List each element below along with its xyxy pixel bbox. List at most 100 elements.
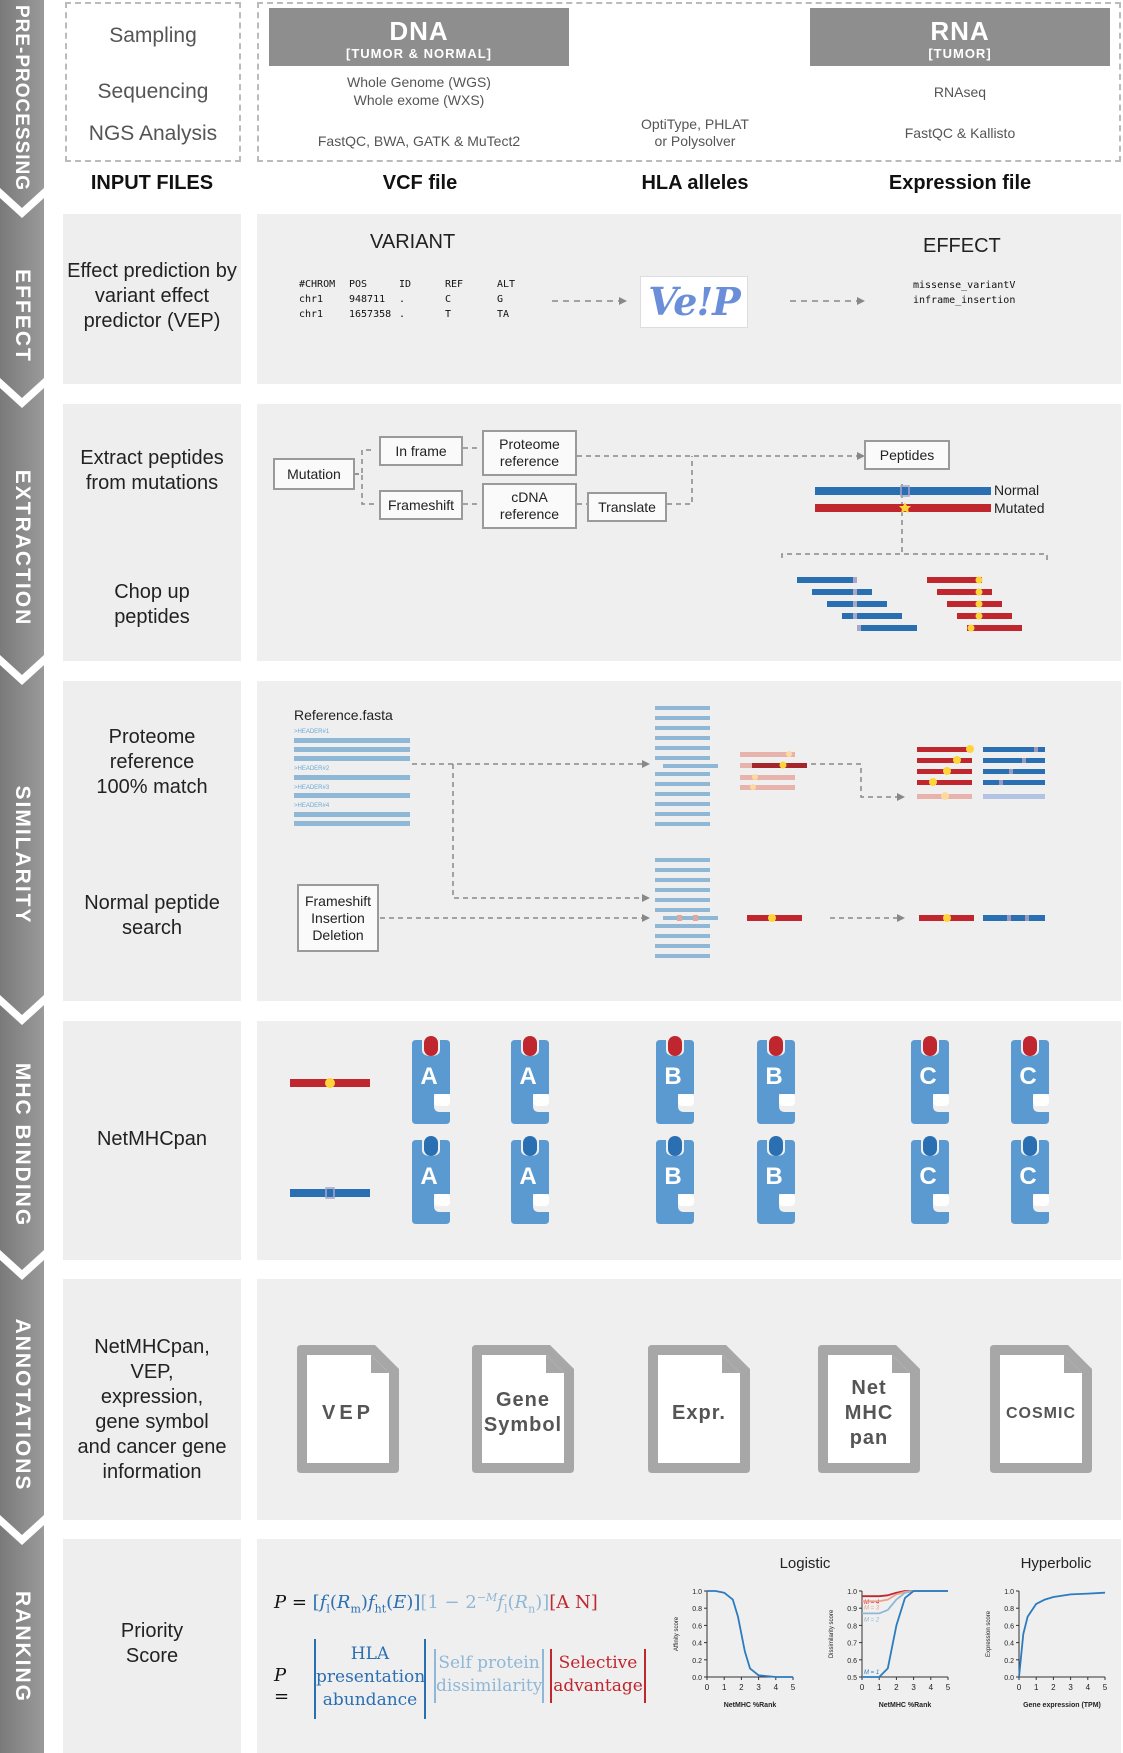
variant-title: VARIANT [370,231,456,253]
rna-header: RNA [TUMOR] [810,8,1110,66]
x-axis-label: NetMHC %Rank [724,1702,777,1709]
extraction-panel: Mutation In frame Frameshift Proteome re… [257,404,1121,661]
y-tick-label: 0.8 [1004,1606,1014,1613]
stage-label-mhc-binding: MHC BINDING [11,1063,34,1227]
y-tick-label: 0.2 [692,1658,702,1665]
frameshift-box: Frameshift [379,490,463,520]
vep-logo-text: Ve!P [648,279,740,324]
input-files-label: INPUT FILES [90,172,214,194]
y-axis-label: Affinity score [674,1616,680,1651]
vcf-col-pos: POS [349,279,368,290]
step-sampling: Sampling [109,24,197,47]
x-tick-label: 1 [1034,1683,1039,1692]
vcf-cell: T [445,309,452,320]
x-tick-label: 3 [911,1683,916,1692]
annotations-side-text: NetMHCpan, VEP, expression, gene symbol … [77,1336,227,1483]
y-tick-label: 0.8 [847,1623,857,1630]
rna-method: RNAseq [933,84,987,100]
mhc-allele-letter: C [1019,1163,1036,1190]
dna-method-wxs: Whole exome (WXS) [353,92,485,108]
y-tick-label: 1.0 [692,1589,702,1596]
y-axis-label: Expression score [986,1610,992,1657]
self-line: Self protein [438,1653,540,1673]
mhc-molecule-icon: A [412,1036,450,1124]
effect-item: missense_variantV [913,280,1016,291]
indel-insertion: Insertion [311,909,365,926]
series-line [1018,1591,1106,1678]
y-tick-label: 1.0 [1004,1589,1014,1596]
vcf-cell: G [497,294,504,305]
x-tick-label: 5 [946,1683,951,1692]
x-tick-label: 2 [894,1683,899,1692]
mutation-box: Mutation [273,458,355,490]
hla-tools-line1: OptiType, PHLAT [641,116,749,132]
y-tick-label: 1.0 [847,1589,857,1596]
proteome-reference-box: Proteome reference [482,430,577,476]
dna-subtitle: [TUMOR & NORMAL] [346,46,492,61]
extraction-side-text-2: Chop up peptides [114,581,190,628]
x-tick-label: 1 [877,1683,882,1692]
series-line [862,1590,948,1678]
y-tick-label: 0.6 [1004,1623,1014,1630]
hla-alleles-label: HLA alleles [641,172,749,194]
similarity-panel: Reference.fasta >HEADER#1 >HEADER#2 >HEA… [257,681,1121,1001]
x-tick-label: 1 [722,1683,727,1692]
effect-list: missense_variantV inframe_insertion [913,280,1015,310]
y-tick-label: 0.5 [847,1675,857,1682]
mutated-label: Mutated [994,500,1045,516]
mhc-allele-letter: A [519,1063,536,1090]
x-tick-label: 4 [929,1683,934,1692]
x-tick-label: 5 [1103,1683,1108,1692]
rna-tools: FastQC & Kallisto [904,125,1016,141]
y-tick-label: 0.2 [1004,1658,1014,1665]
vcf-col-id: ID [399,279,412,290]
fasta-header: >HEADER#4 [294,803,330,809]
ranking-side-panel: Priority Score [63,1539,241,1753]
series-label: M = 2 [864,1617,880,1623]
y-tick-label: 0.6 [692,1623,702,1630]
ranking-side-text: Priority Score [120,1620,184,1667]
annotations-side-panel: NetMHCpan, VEP, expression, gene symbol … [63,1279,241,1520]
preprocessing-main-box [257,2,1121,162]
stage-arrow-strip [0,0,44,1753]
y-tick-label: 0.0 [1004,1675,1014,1682]
vcf-cell: . [399,309,406,320]
mhc-allele-letter: B [664,1063,681,1090]
x-axis-label: Gene expression (TPM) [1023,1702,1101,1709]
expression-file-label: Expression file [888,172,1032,194]
y-tick-label: 0.4 [1004,1641,1014,1648]
hla-line: HLA [350,1644,390,1664]
x-tick-label: 3 [1068,1683,1073,1692]
chart-title: Hyperbolic [1021,1555,1092,1572]
vcf-col-alt: ALT [497,279,516,290]
stage-label-similarity: SIMILARITY [11,786,34,925]
vcf-col-chrom: #CHROM [299,279,336,290]
fasta-header: >HEADER#2 [294,766,330,772]
vcf-cell: C [445,294,452,305]
x-tick-label: 4 [1086,1683,1091,1692]
indel-deletion: Deletion [312,926,364,943]
vcf-row: chr1 1657358 . T TA [299,309,529,324]
similarity-side-text-2: Normal peptide search [84,892,220,939]
mhc-allele-letter: C [919,1163,936,1190]
hla-line: presentation [316,1667,426,1687]
step-ngs-analysis: NGS Analysis [88,122,218,145]
translate-box: Translate [587,492,667,522]
fasta-header: >HEADER#1 [294,729,330,735]
vcf-cell: 948711 [349,294,386,305]
vcf-cell: . [399,294,406,305]
similarity-side-panel: Proteome reference 100% match Normal pep… [63,681,241,1001]
cdna-reference-box: cDNA reference [482,483,577,529]
y-axis-label: Dissimilarity score [829,1609,835,1658]
dna-title: DNA [389,16,449,46]
dna-header: DNA [TUMOR & NORMAL] [269,8,569,66]
series-line [707,1590,793,1678]
y-tick-label: 0.9 [847,1606,857,1613]
mhc-allele-letter: B [664,1163,681,1190]
sel-line: advantage [553,1676,643,1696]
step-sequencing: Sequencing [97,80,209,103]
